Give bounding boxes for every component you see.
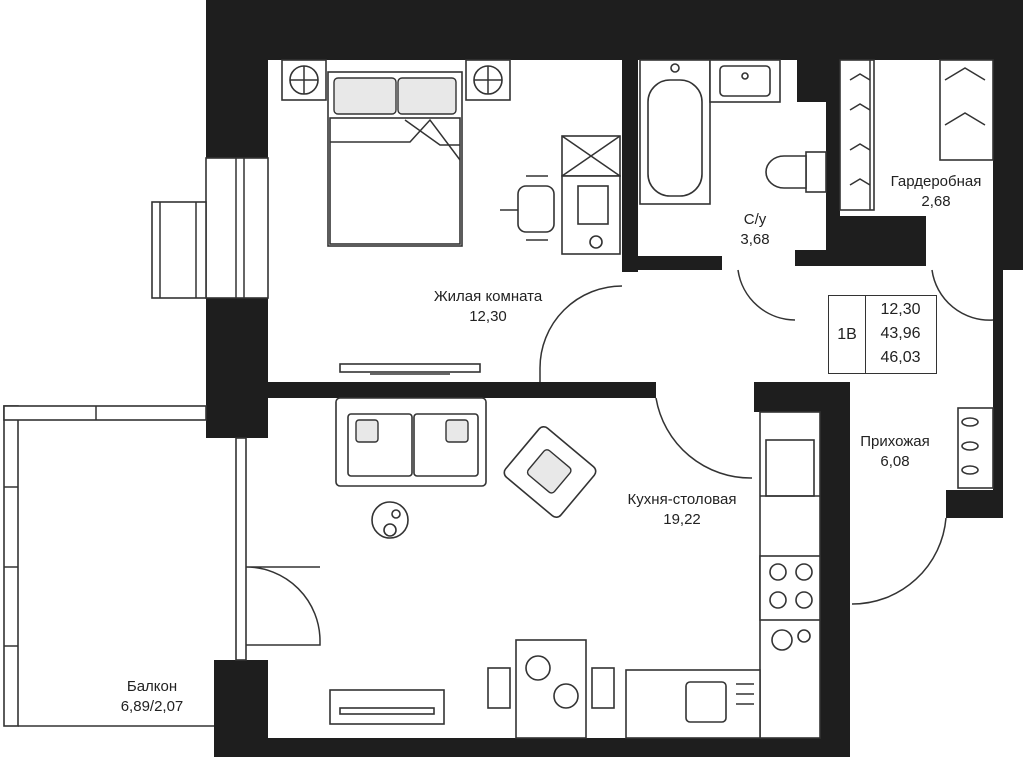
living-room-area: 12,30 bbox=[469, 308, 507, 325]
kitchen-name: Кухня-столовая bbox=[627, 491, 737, 508]
sofa bbox=[335, 397, 487, 487]
desk bbox=[561, 135, 621, 255]
bathroom-area: 3,68 bbox=[740, 231, 770, 248]
balcony-label: Балкон 6,89/2,07 bbox=[121, 677, 184, 717]
walls bbox=[206, 0, 1023, 757]
office-chair bbox=[500, 175, 555, 241]
tv-stand bbox=[329, 689, 445, 725]
bed bbox=[327, 71, 463, 247]
bathroom-name: С/у bbox=[743, 211, 767, 228]
living-room-label: Жилая комната 12,30 bbox=[434, 287, 542, 327]
area-with-balcony-value: 46,03 bbox=[880, 349, 921, 366]
apartment-type: 1В bbox=[829, 296, 866, 373]
wardrobe-rail bbox=[839, 59, 994, 211]
hallway-label: Прихожая 6,08 bbox=[860, 432, 930, 472]
kitchen-counter bbox=[625, 411, 821, 739]
apartment-summary: 1В 12,30 43,96 46,03 bbox=[828, 295, 937, 374]
kitchen-area: 19,22 bbox=[663, 511, 701, 528]
kitchen-label: Кухня-столовая 19,22 bbox=[628, 490, 737, 530]
apartment-areas: 12,30 43,96 46,03 bbox=[865, 298, 936, 370]
armchair bbox=[503, 425, 597, 519]
living-area-value: 12,30 bbox=[880, 301, 921, 318]
dining-table bbox=[487, 639, 615, 739]
sink bbox=[709, 59, 781, 103]
shoe-rack bbox=[957, 407, 994, 489]
hallway-name: Прихожая bbox=[860, 433, 930, 450]
living-room-name: Жилая комната bbox=[433, 288, 543, 305]
bathtub bbox=[639, 59, 711, 205]
balcony bbox=[3, 405, 321, 727]
balcony-name: Балкон bbox=[126, 678, 178, 695]
wardrobe-name: Гардеробная bbox=[890, 173, 982, 190]
balcony-area: 6,89/2,07 bbox=[120, 698, 184, 715]
coffee-table bbox=[371, 501, 409, 539]
nightstand-left bbox=[281, 59, 327, 101]
doors bbox=[539, 269, 994, 605]
bathroom-label: С/у 3,68 bbox=[740, 210, 769, 250]
wardrobe-label: Гардеробная 2,68 bbox=[891, 172, 982, 212]
wardrobe-area: 2,68 bbox=[921, 193, 951, 210]
bedroom-window bbox=[151, 157, 269, 299]
hallway-area: 6,08 bbox=[880, 453, 910, 470]
total-area-value: 43,96 bbox=[880, 325, 921, 342]
nightstand-right bbox=[465, 59, 511, 101]
toilet bbox=[765, 151, 827, 193]
tv bbox=[339, 363, 481, 375]
